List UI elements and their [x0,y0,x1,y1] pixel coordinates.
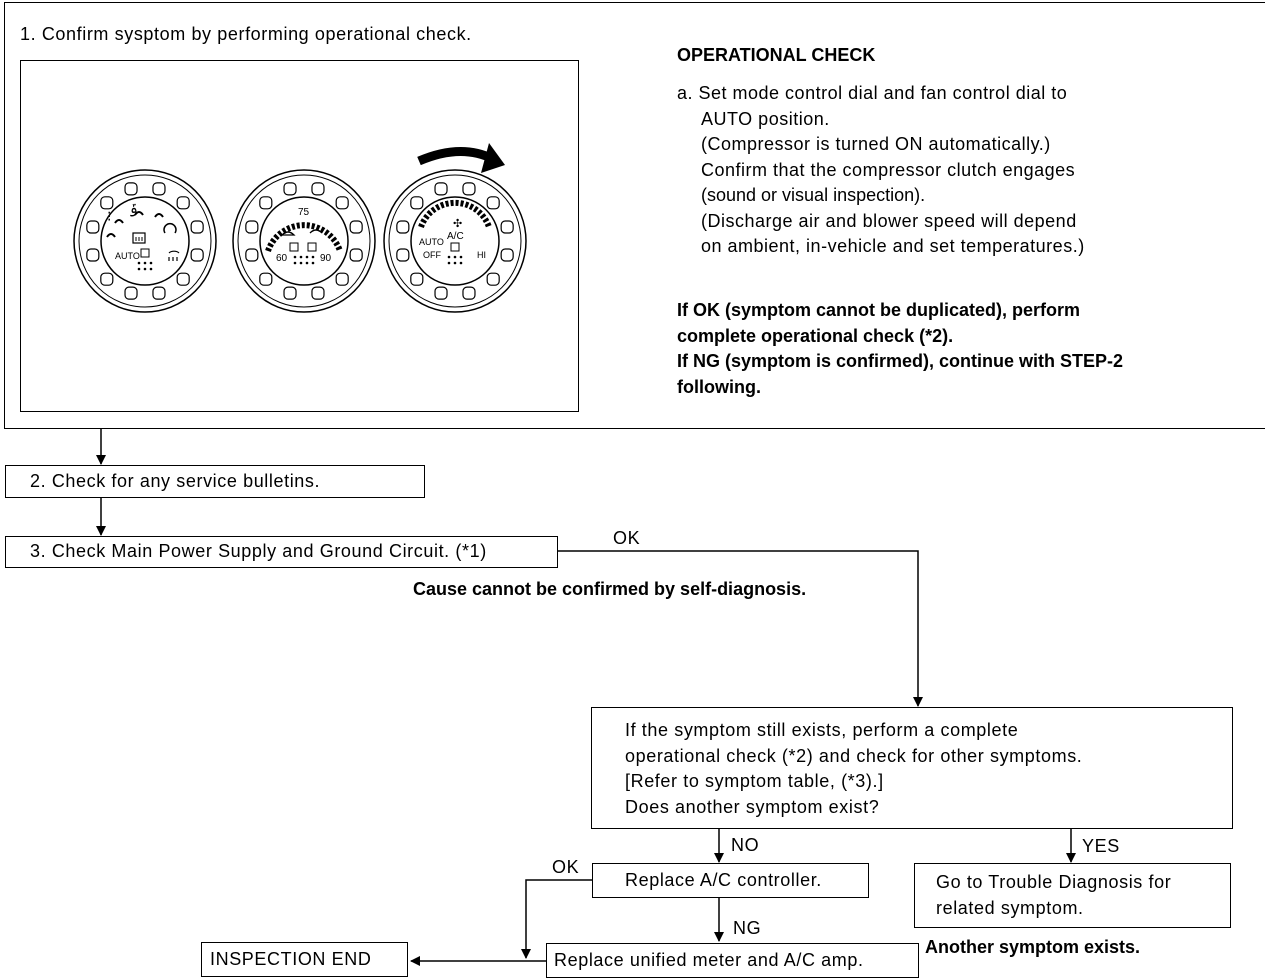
no-label: NO [731,835,760,855]
dial-knob-tab [152,286,166,300]
dial3-auto-label: AUTO [419,237,444,247]
replace-meter-text: Replace unified meter and A/C amp. [554,950,864,970]
op-check-instructions: a. Set mode control dial and fan control… [677,81,1085,260]
dial2-top-label: 75 [298,207,310,218]
symptom-line: If the symptom still exists, perform a c… [625,720,1019,740]
dial-knob-tab [335,196,349,210]
result-line: complete operational check (*2). [677,325,954,346]
dial-knob-tab [486,272,500,286]
op-line: AUTO position. [701,108,830,129]
temperature-dial: 75 60 90 [232,169,376,313]
dial-knob-tab [500,248,514,262]
dial-knob-tab [124,286,138,300]
dial3-hi-label: HI [477,250,486,260]
rotate-arrow-icon [417,143,505,173]
result-line: If OK (symptom cannot be duplicated), pe… [677,300,1081,320]
dial-knob-tab [283,182,297,196]
step2-box: 2. Check for any service bulletins. [5,465,425,498]
dial-knob-tab [486,196,500,210]
dial-knob-tab [434,182,448,196]
dial-knob-tab [396,220,410,234]
control-panel-illustration: ⁝ ݹ AUTO 75 60 90 [20,60,579,412]
result-line: following. [677,376,761,397]
result-line: If NG (symptom is confirmed), continue w… [677,351,1124,371]
svg-text:⁝: ⁝ [107,209,111,225]
control-panel-svg: ⁝ ݹ AUTO 75 60 90 [73,143,527,313]
trouble-line: related symptom. [936,897,1084,918]
yes-label: YES [1082,836,1120,856]
dial-knob-tab [259,272,273,286]
dial-knob-tab [462,286,476,300]
dial-knob-tab [259,196,273,210]
dial-knob-tab [434,286,448,300]
dial-knob-tab [349,220,363,234]
step3-text: 3. Check Main Power Supply and Ground Ci… [30,541,487,561]
fan-dial: A/C AUTO OFF HI ✣ [383,169,527,313]
step1-title: 1. Confirm sysptom by performing operati… [20,24,472,44]
symptom-line: operational check (*2) and check for oth… [625,745,1083,766]
op-line: on ambient, in-vehicle and set temperatu… [701,236,1085,256]
step2-text: 2. Check for any service bulletins. [30,471,321,491]
op-line: (sound or visual inspection). [701,185,926,205]
dial-knob-tab [311,286,325,300]
replace-controller-box: Replace A/C controller. [592,863,869,898]
symptom-question-box: If the symptom still exists, perform a c… [591,707,1233,829]
dial1-auto-label: AUTO [115,251,140,261]
dial-knob-tab [152,182,166,196]
dial-knob-tab [190,248,204,262]
dial-knob-tab [500,220,514,234]
dial2-left-label: 60 [276,253,288,264]
dial2-right-label: 90 [320,253,332,264]
dial-knob-tab [283,286,297,300]
inspection-end-box: INSPECTION END [201,942,408,977]
ok-label: OK [613,528,641,548]
dial-knob-tab [124,182,138,196]
svg-text:✣: ✣ [453,217,462,230]
trouble-line: Go to Trouble Diagnosis for [936,872,1172,892]
symptom-line: Does another symptom exist? [625,796,880,817]
dial3-off-label: OFF [423,250,441,260]
dial-knob-tab [176,196,190,210]
dial-knob-tab [245,248,259,262]
dial-knob-tab [410,272,424,286]
step1-frame [4,2,1265,429]
op-check-result: If OK (symptom cannot be duplicated), pe… [677,298,1123,400]
ok-label-2: OK [552,857,580,877]
dial-knob-tab [349,248,363,262]
dial-knob-tab [410,196,424,210]
dial-knob-tab [462,182,476,196]
dial-knob-tab [335,272,349,286]
svg-text:ݹ: ݹ [129,199,138,217]
dial-knob-tab [100,272,114,286]
dial-knob-tab [176,272,190,286]
dial-knob-tab [190,220,204,234]
step3-box: 3. Check Main Power Supply and Ground Ci… [5,536,558,568]
op-check-heading: OPERATIONAL CHECK [677,45,876,65]
trouble-diagnosis-box: Go to Trouble Diagnosis for related symp… [914,863,1231,928]
another-symptom-note: Another symptom exists. [925,937,1141,957]
dial3-ac-label: A/C [447,231,464,242]
dial-knob-tab [100,196,114,210]
inspection-end-text: INSPECTION END [210,949,372,969]
op-line: Confirm that the compressor clutch engag… [701,159,1076,180]
op-line: (Discharge air and blower speed will dep… [701,210,1077,231]
replace-meter-box: Replace unified meter and A/C amp. [546,943,919,978]
replace-controller-text: Replace A/C controller. [625,870,822,890]
ng-label: NG [733,918,762,938]
mode-dial: ⁝ ݹ AUTO [73,169,217,313]
cause-note: Cause cannot be confirmed by self-diagno… [413,579,807,599]
symptom-line: [Refer to symptom table, (*3).] [625,771,884,791]
dial-knob-tab [86,220,100,234]
dial-knob-tab [86,248,100,262]
op-line: (Compressor is turned ON automatically.) [701,134,1051,154]
dial-knob-tab [396,248,410,262]
op-line: a. Set mode control dial and fan control… [677,83,1068,103]
dial-knob-tab [311,182,325,196]
dial-knob-tab [245,220,259,234]
